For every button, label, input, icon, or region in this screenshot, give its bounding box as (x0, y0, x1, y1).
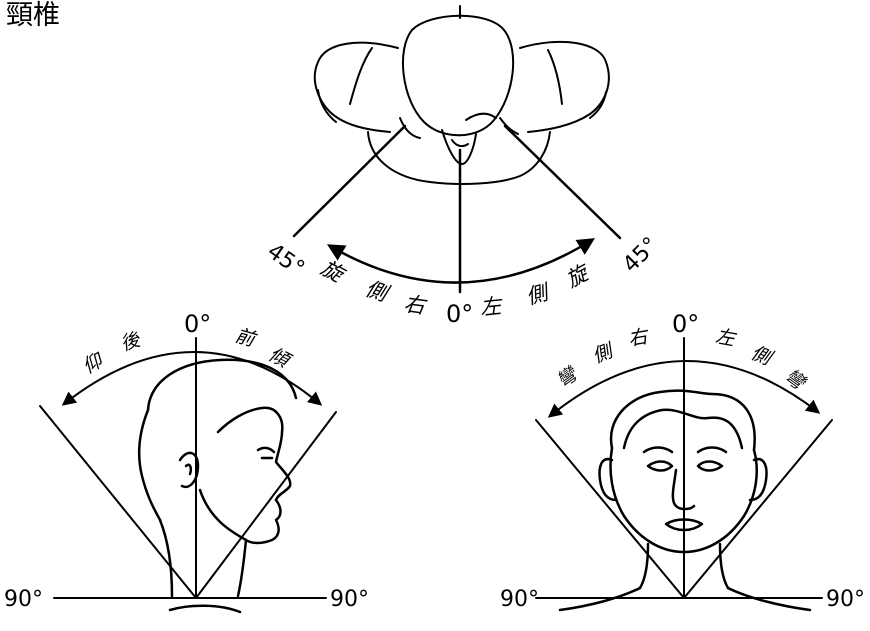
rotation-zero-label: 0° (446, 300, 473, 328)
rotation-right-char-2: 側 (362, 276, 392, 306)
sagittal-front-char-1: 前 (233, 325, 260, 352)
frontal-zero-label: 0° (672, 310, 699, 338)
frontal-right-char-2: 側 (589, 339, 618, 368)
sagittal-axes (40, 338, 336, 598)
rotation-right-char-1: 旋 (317, 256, 349, 288)
rotation-right-45-axis (294, 126, 405, 236)
frontal-right-90-label: 90° (500, 587, 539, 612)
rotation-right-char-3: 右 (402, 292, 429, 319)
frontal-right-char-3: 右 (627, 325, 652, 350)
frontal-right-char-1: 彎 (553, 362, 583, 392)
frontal-left-char-2: 側 (748, 342, 777, 371)
rotation-left-char-1: 左 (479, 294, 504, 320)
sagittal-front-90-label: 90° (330, 587, 369, 612)
rotation-left-char-3: 旋 (562, 260, 594, 292)
sagittal-zero-label: 0° (184, 310, 211, 338)
sagittal-back-90-axis (40, 406, 196, 598)
frontal-left-90-label: 90° (826, 587, 865, 612)
frontal-left-90-axis (684, 420, 832, 598)
vertebra-illustration (315, 6, 609, 184)
profile-head-illustration (139, 360, 296, 612)
rotation-left-45-label: 45° (618, 233, 663, 278)
rotation-left-45-axis (505, 126, 620, 238)
frontal-left-char-1: 左 (714, 325, 739, 350)
rotation-left-char-2: 側 (523, 280, 553, 310)
sagittal-back-char-1: 仰 (79, 348, 109, 378)
sagittal-front-90-axis (196, 412, 336, 598)
sagittal-back-char-2: 後 (118, 328, 144, 355)
diagram-title: 頸椎 (6, 0, 60, 31)
rotation-right-45-label: 45° (263, 239, 309, 282)
sagittal-back-90-label: 90° (4, 587, 43, 612)
